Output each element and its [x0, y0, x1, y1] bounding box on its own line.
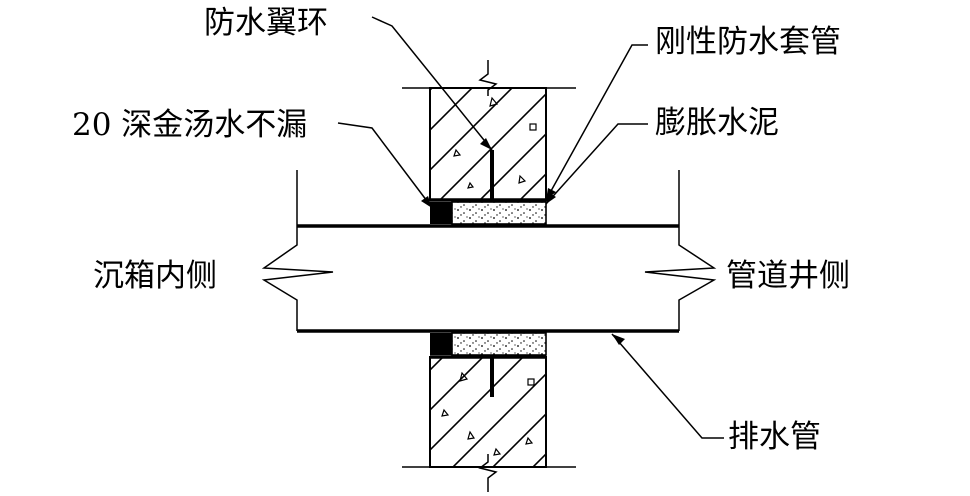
label-drain-pipe: 排水管	[728, 419, 821, 455]
label-waterstop-ring: 防水翼环	[204, 5, 328, 41]
label-expansive-cement: 膨胀水泥	[655, 105, 779, 141]
aggregate-marks	[441, 96, 537, 456]
label-sealant: 20 深金汤水不漏	[72, 107, 307, 143]
sleeve-annulus	[430, 150, 547, 397]
leader-expansive-cement	[545, 123, 648, 205]
label-rigid-sleeve: 刚性防水套管	[655, 24, 841, 60]
drain-pipe	[261, 170, 717, 333]
leader-waterstop-ring	[371, 16, 493, 151]
sealant-bottom	[430, 333, 452, 355]
leader-drain-pipe	[611, 333, 724, 439]
labels: 防水翼环 刚性防水套管 20 深金汤水不漏 膨胀水泥 沉箱内侧 管道井侧 排水管	[72, 5, 850, 455]
expansive-cement-bottom	[451, 332, 547, 356]
wall-lower	[429, 356, 547, 468]
leader-rigid-sleeve	[545, 44, 648, 201]
leader-sealant	[337, 122, 431, 206]
leader-lines	[337, 16, 724, 439]
concrete-wall	[402, 60, 576, 492]
label-pipe-shaft-side: 管道井侧	[726, 258, 850, 294]
label-caisson-inner-side: 沉箱内侧	[93, 258, 217, 294]
expansive-cement-top	[451, 201, 547, 225]
sealant-top	[430, 202, 452, 224]
